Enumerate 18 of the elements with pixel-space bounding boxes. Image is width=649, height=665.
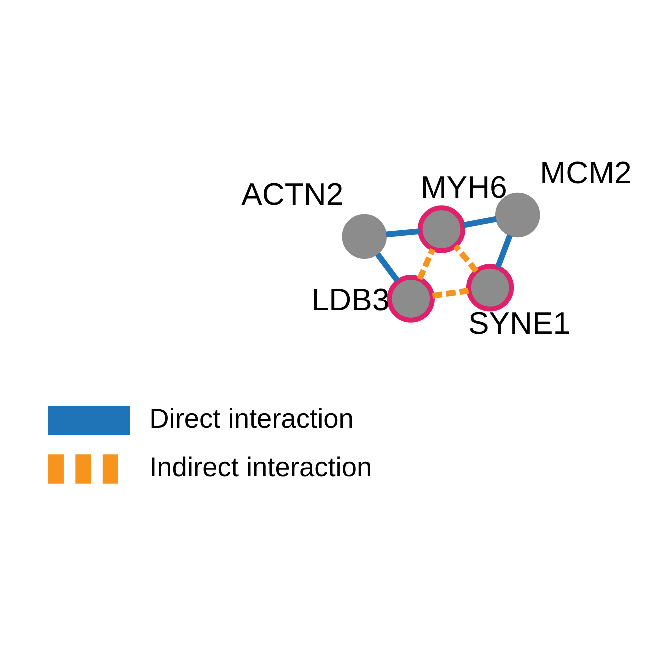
legend-label: Direct interaction <box>150 402 354 434</box>
node-label: MCM2 <box>540 155 632 190</box>
legend-label: Indirect interaction <box>150 450 372 482</box>
node-circle <box>387 274 435 322</box>
node-label: ACTN2 <box>242 176 344 212</box>
node-circle <box>466 264 514 312</box>
connector <box>386 228 420 238</box>
node-label: MYH6 <box>420 169 508 204</box>
node-circle <box>418 205 466 253</box>
connector <box>375 252 400 282</box>
node-label: LDB3 <box>312 282 390 317</box>
connector <box>454 244 479 273</box>
connector <box>432 288 470 298</box>
connector <box>462 216 498 228</box>
node-circle <box>342 214 388 259</box>
node-label: SYNE1 <box>468 306 571 341</box>
connector <box>495 234 513 268</box>
connector <box>417 248 436 280</box>
